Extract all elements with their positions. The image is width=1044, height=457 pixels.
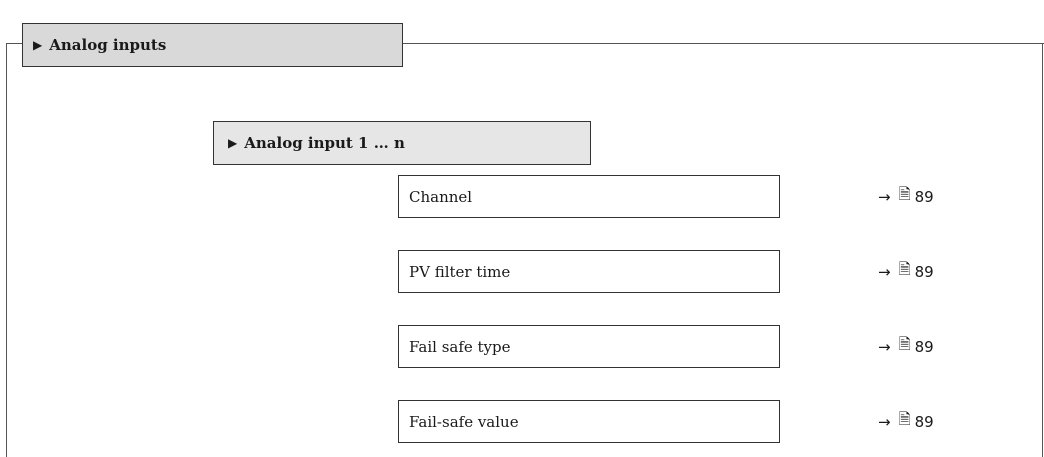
arrow-right-icon: → — [878, 337, 891, 356]
parameter-label: PV filter time — [409, 262, 511, 281]
parameter-label: Fail safe type — [409, 337, 511, 356]
parameter-channel[interactable]: Channel — [398, 175, 780, 218]
expand-arrow-icon: ▶ — [33, 38, 43, 52]
menu-frame-top-line — [6, 43, 1044, 44]
arrow-right-icon: → — [878, 412, 891, 431]
menu-analog-inputs[interactable]: ▶ Analog inputs — [22, 23, 403, 67]
menu-frame-right-line — [1042, 43, 1043, 457]
document-icon: 🗎 — [898, 260, 911, 278]
page-number: 89 — [914, 337, 934, 356]
page-number: 89 — [914, 412, 934, 431]
expand-arrow-icon: ▶ — [228, 136, 238, 150]
document-icon: 🗎 — [898, 410, 911, 428]
page-number: 89 — [914, 262, 934, 281]
arrow-right-icon: → — [878, 262, 891, 281]
page-reference: → 🗎 89 — [878, 400, 988, 443]
submenu-analog-input-1-n[interactable]: ▶ Analog input 1 … n — [213, 121, 591, 165]
parameter-fail-safe-type[interactable]: Fail safe type — [398, 325, 780, 368]
page-reference: → 🗎 89 — [878, 325, 988, 368]
document-icon: 🗎 — [898, 185, 911, 203]
menu-analog-inputs-label: Analog inputs — [49, 36, 167, 54]
page-reference: → 🗎 89 — [878, 175, 988, 218]
arrow-right-icon: → — [878, 187, 891, 206]
parameter-label: Channel — [409, 187, 473, 206]
document-icon: 🗎 — [898, 335, 911, 353]
menu-frame-left-line — [6, 43, 7, 457]
parameter-pv-filter-time[interactable]: PV filter time — [398, 250, 780, 293]
page-number: 89 — [914, 187, 934, 206]
parameter-fail-safe-value[interactable]: Fail-safe value — [398, 400, 780, 443]
parameter-label: Fail-safe value — [409, 412, 519, 431]
submenu-analog-input-label: Analog input 1 … n — [244, 134, 405, 152]
page-reference: → 🗎 89 — [878, 250, 988, 293]
